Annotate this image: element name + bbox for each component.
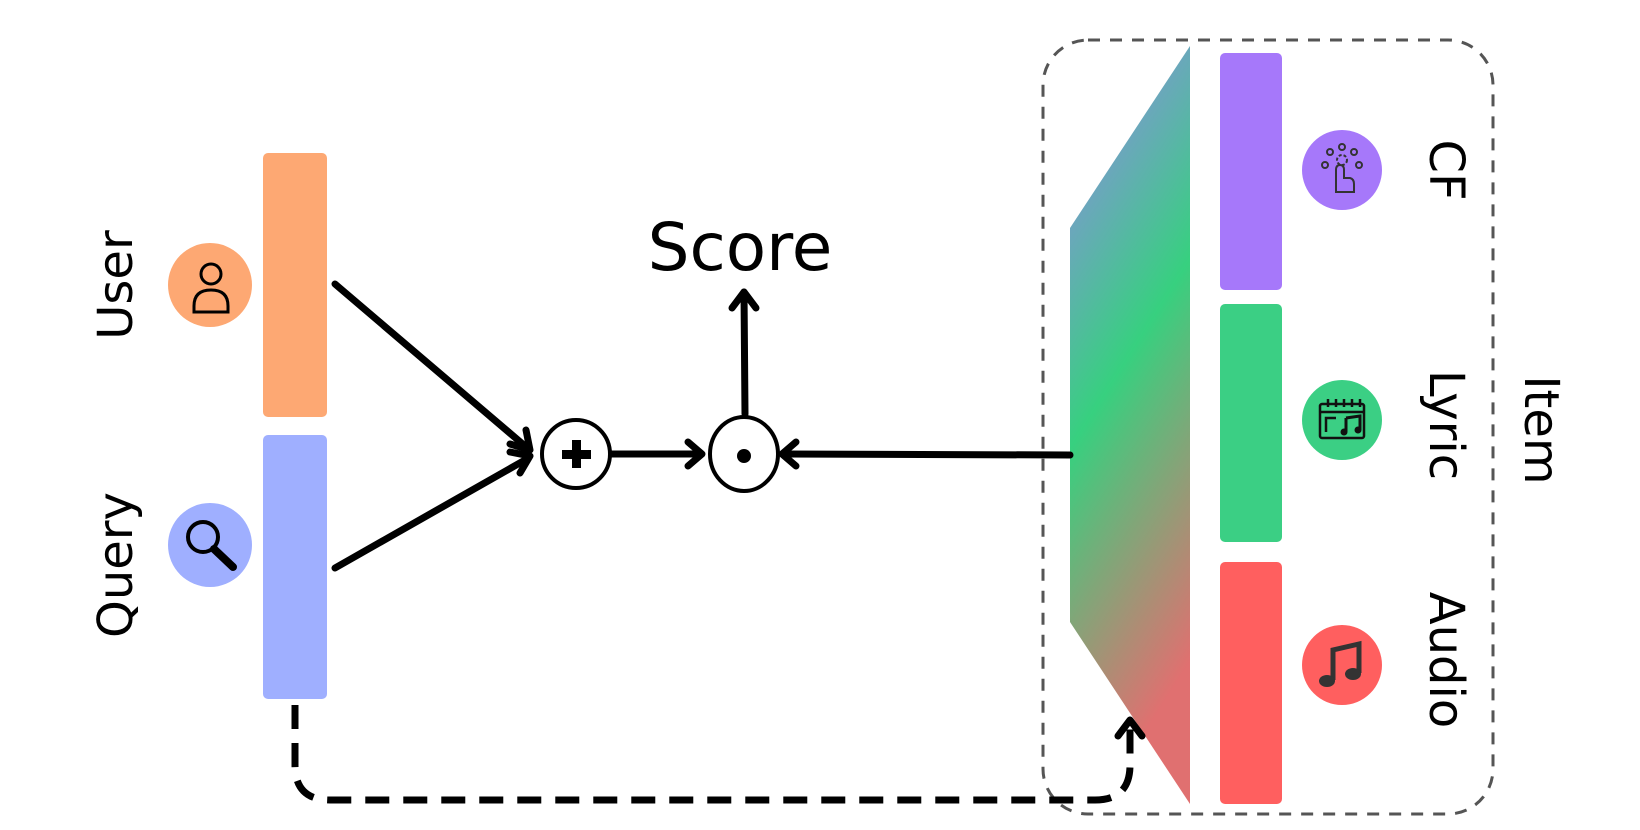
user-to-add-arrowhead bbox=[506, 426, 534, 454]
touch-network-icon bbox=[1302, 130, 1382, 210]
cf-embedding-bar bbox=[1220, 53, 1282, 290]
query-to-encoder-dashed-arrowhead bbox=[1114, 716, 1146, 740]
dot-product-operator bbox=[708, 415, 780, 493]
dot-to-score-arrow bbox=[740, 288, 749, 418]
search-icon bbox=[168, 503, 252, 587]
lyric-embedding-bar bbox=[1220, 304, 1282, 542]
encoder-to-dot-arrowhead bbox=[778, 438, 800, 470]
query-embedding-bar bbox=[263, 435, 327, 699]
item-encoder bbox=[1070, 46, 1190, 804]
music-calendar-icon bbox=[1302, 380, 1382, 460]
user-icon bbox=[168, 243, 252, 327]
dot-to-score-arrowhead bbox=[728, 288, 760, 312]
audio-label: Audio bbox=[1418, 592, 1474, 728]
score-label: Score bbox=[648, 209, 833, 286]
user-embedding-bar bbox=[263, 153, 327, 417]
query-to-add-arrowhead bbox=[506, 448, 534, 477]
query-to-encoder-dashed-arrow bbox=[291, 705, 1134, 804]
query-label: Query bbox=[88, 492, 144, 638]
user-to-add-arrow bbox=[331, 280, 529, 450]
add-to-dot-arrowhead bbox=[684, 438, 706, 470]
query-to-add-arrow bbox=[331, 456, 529, 572]
user-label: User bbox=[88, 230, 144, 340]
item-group-box bbox=[1041, 38, 1495, 816]
audio-embedding-bar bbox=[1220, 562, 1282, 804]
encoder-to-dot-arrow bbox=[781, 450, 1074, 459]
music-note-icon bbox=[1302, 625, 1382, 705]
cf-label: CF bbox=[1418, 139, 1474, 200]
item-label: Item bbox=[1513, 375, 1569, 484]
lyric-label: Lyric bbox=[1418, 370, 1474, 480]
add-operator bbox=[540, 418, 612, 490]
